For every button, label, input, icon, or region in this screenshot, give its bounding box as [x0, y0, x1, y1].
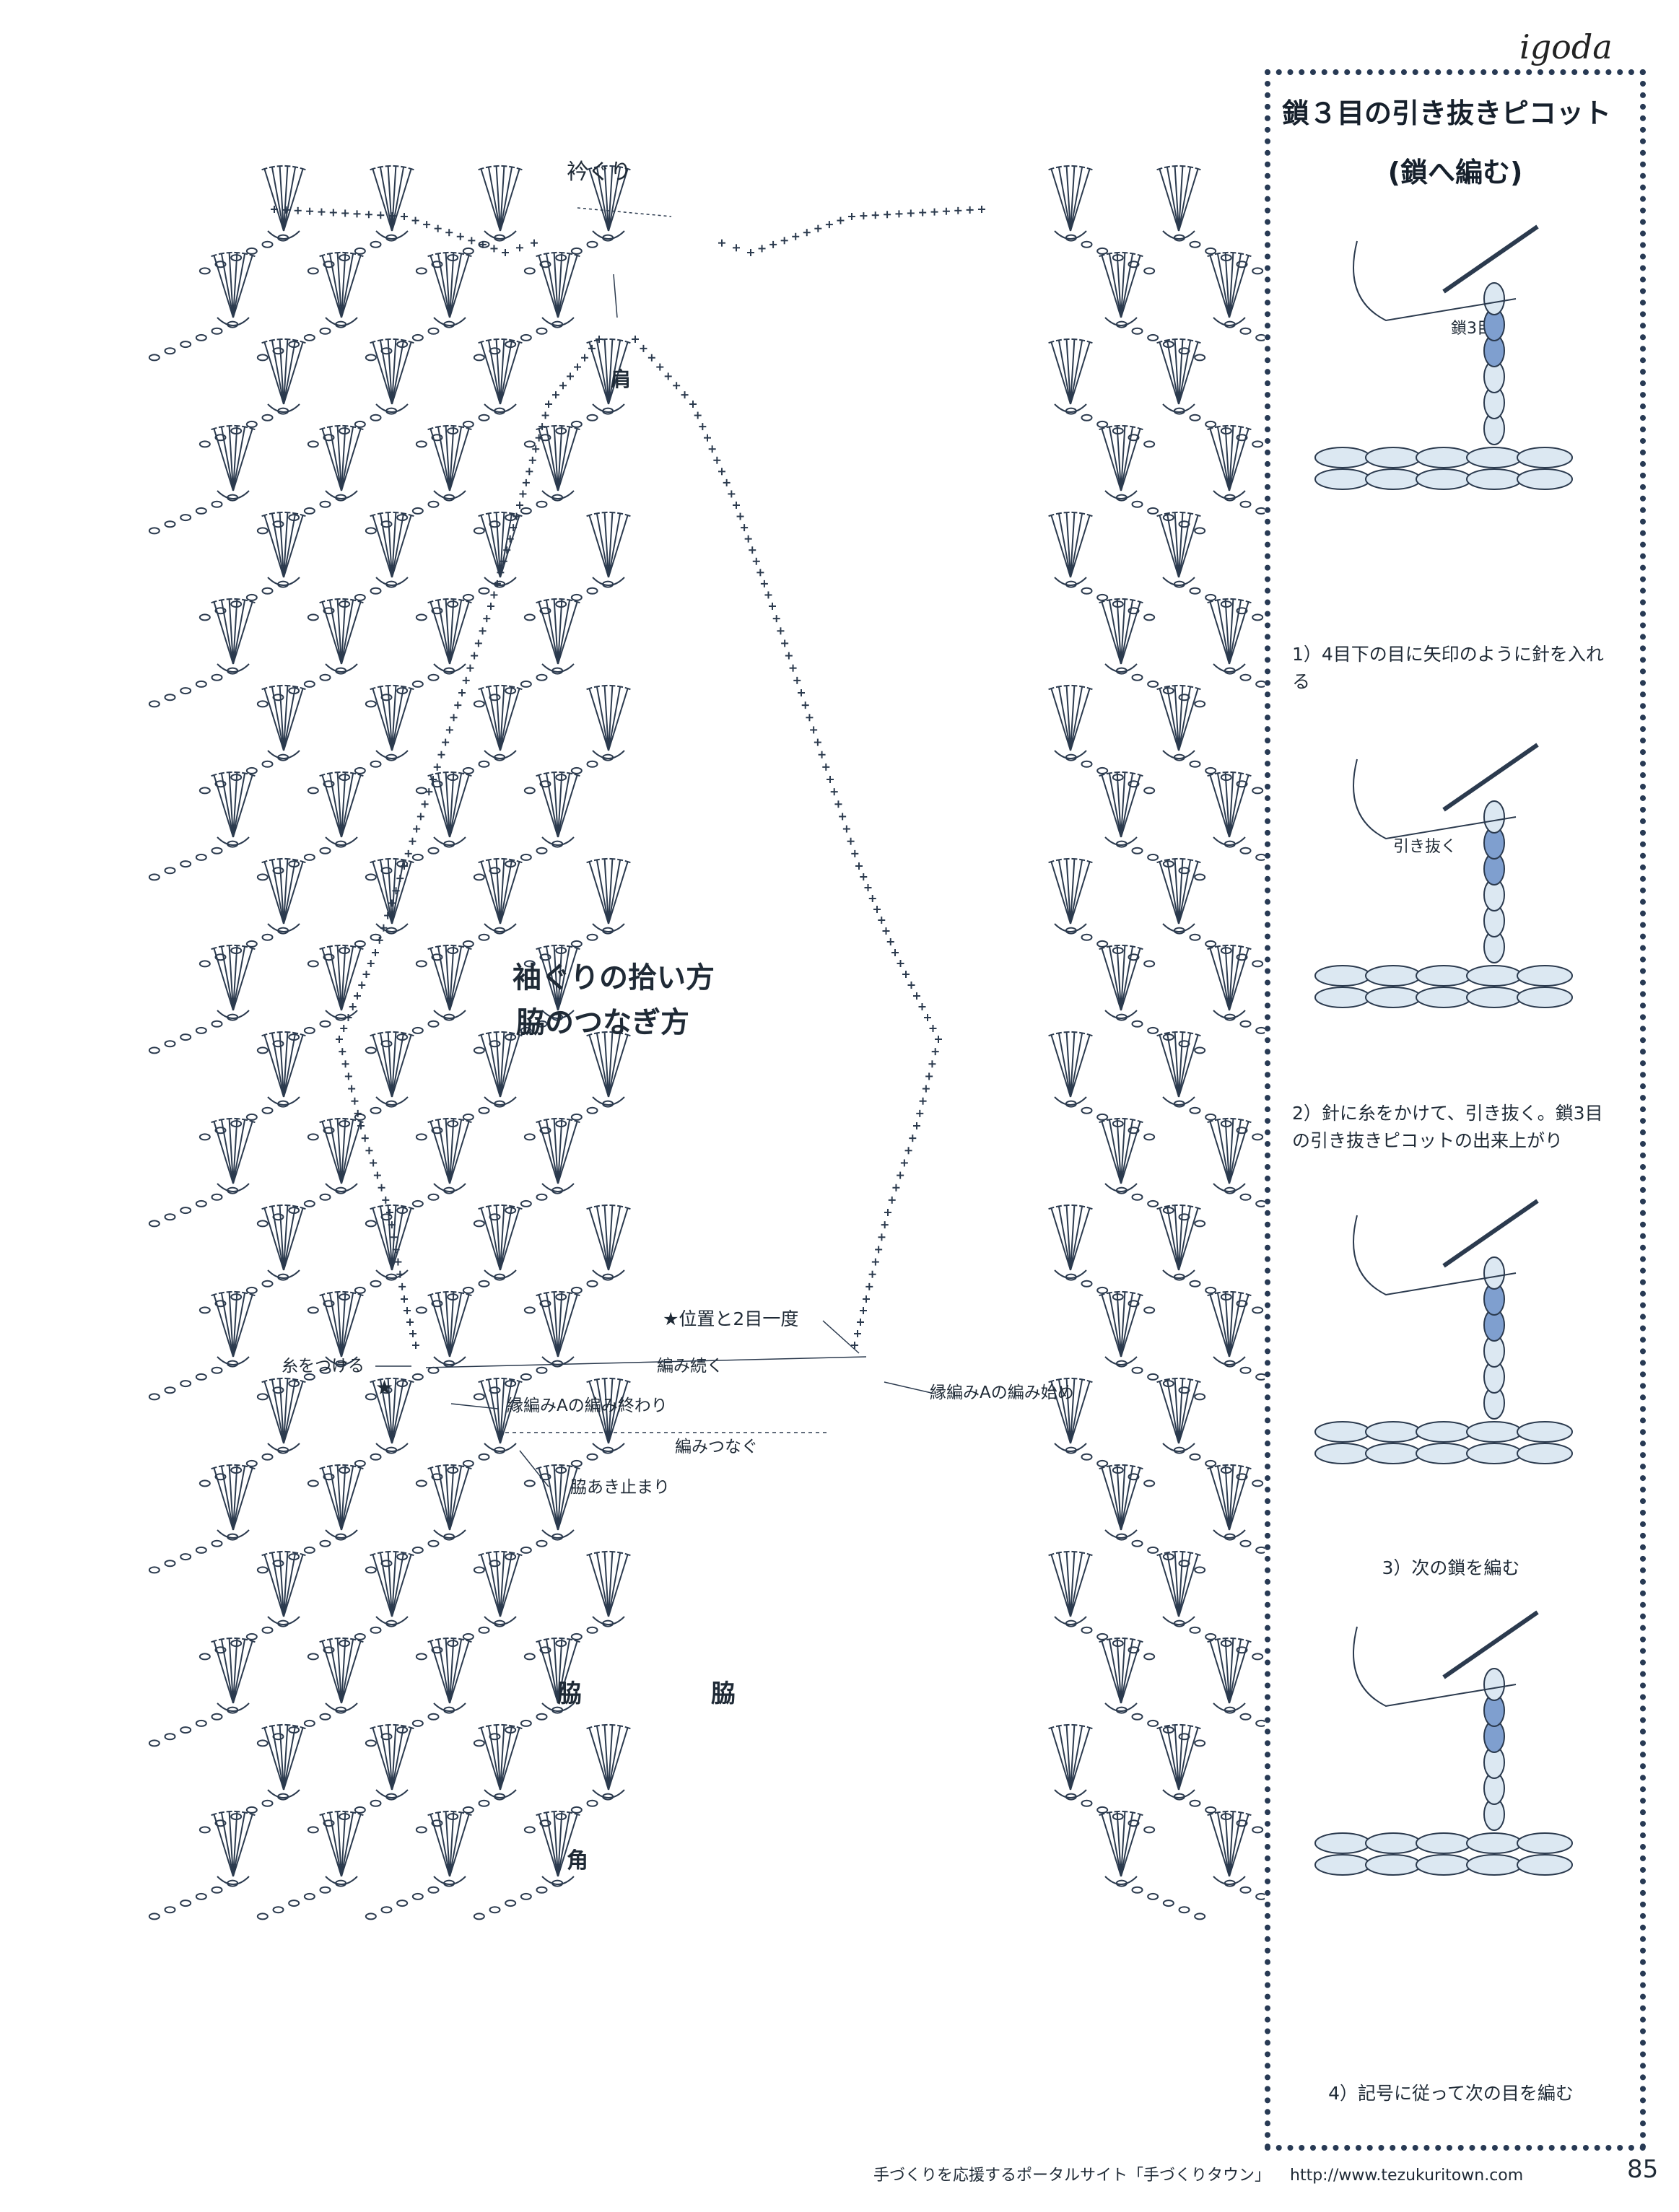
diagram-title-line1: 袖ぐりの拾い方 [513, 961, 715, 994]
footer-text: 手づくりを応援するポータルサイト「手づくりタウン」 [873, 2167, 1271, 2185]
stitch-fans [148, 165, 1314, 1920]
step-3-caption: 3）次の鎖を編む [1382, 1557, 1520, 1578]
step-4-caption: 4）記号に従って次の目を編む [1328, 2083, 1574, 2104]
panel-title: 鎖３目の引き抜きピコット [1282, 97, 1612, 129]
side-open-stop-label: 脇あき止まり [570, 1478, 670, 1497]
footer: 手づくりを応援するポータルサイト「手づくりタウン」 http://www.tez… [873, 2162, 1523, 2185]
pull-label: 引き抜く [1393, 838, 1457, 856]
star-mark: ★ [375, 1376, 393, 1399]
continue-knit-label: 編み続く [657, 1357, 723, 1376]
step-4-illustration [1299, 1598, 1624, 2060]
step-2-illustration: 引き抜く [1299, 730, 1624, 1192]
page-number: 85 [1627, 2155, 1659, 2184]
watermark: igoda [1519, 27, 1613, 66]
diagram-title-line2: 脇のつなぎ方 [516, 1006, 689, 1039]
step-3-illustration [1299, 1186, 1624, 1648]
technique-panel: 鎖３目の引き抜きピコット (鎖へ編む) 鎖3目 1）4目下の目に矢印のように針を… [1265, 69, 1646, 2151]
shoulder-label: 肩 [611, 367, 631, 391]
armhole-edge [271, 206, 985, 1349]
panel-subtitle: (鎖へ編む) [1387, 157, 1523, 188]
step-2-caption: 2）針に糸をかけて、引き抜く。鎖3目の引き抜きピコットの出来上がり [1292, 1103, 1603, 1151]
neckline-label: 衿ぐり [567, 159, 632, 185]
join-label: 編みつなぐ [675, 1438, 758, 1456]
attach-yarn-label: 糸をつける [282, 1357, 365, 1376]
star-position-label: ★位置と2目一度 [663, 1308, 798, 1329]
leader-lines [375, 207, 932, 1487]
side-left-label: 脇 [557, 1679, 582, 1708]
step-1-illustration: 鎖3目 [1299, 212, 1624, 674]
edge-a-end-label: 縁編みAの編み終わり [507, 1396, 668, 1415]
edge-a-start-label: 縁編みAの編み始め [930, 1383, 1074, 1402]
corner-label: 角 [567, 1848, 588, 1874]
side-right-label: 脇 [711, 1679, 736, 1708]
footer-url[interactable]: http://www.tezukuritown.com [1290, 2167, 1524, 2185]
step-1-caption: 1）4目下の目に矢印のように針を入れる [1292, 644, 1604, 692]
